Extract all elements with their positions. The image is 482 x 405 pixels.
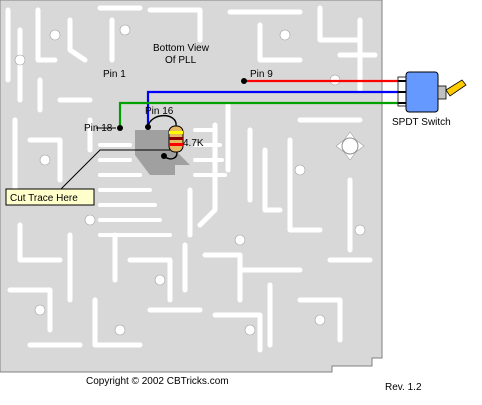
pin18-dot <box>117 125 123 131</box>
pin18-label: Pin 18 <box>84 123 113 134</box>
title-line2: Of PLL <box>165 55 197 66</box>
pin9-dot <box>241 78 247 84</box>
blue-wire <box>146 90 398 126</box>
green-wire <box>118 101 398 126</box>
pin9-label: Pin 9 <box>250 69 273 80</box>
switch-label: SPDT Switch <box>392 117 451 128</box>
switch-icon <box>397 71 467 113</box>
mounting-hole-icon <box>335 131 365 161</box>
pll-chip-footprint <box>98 128 227 237</box>
resistor-lead-top <box>147 114 177 128</box>
cut-trace-callout-box <box>5 188 95 206</box>
resistor-pad-dot <box>161 153 167 159</box>
pin16-label: Pin 16 <box>145 106 174 117</box>
copyright-text: Copyright © 2002 CBTricks.com <box>86 376 229 387</box>
title-line1: Bottom View <box>153 43 210 54</box>
board-pads <box>14 24 366 336</box>
cut-trace-label: Cut Trace Here <box>10 193 78 204</box>
revision-text: Rev. 1.2 <box>385 382 422 393</box>
resistor-value-label: 4.7K <box>183 138 204 149</box>
pin1-label: Pin 1 <box>103 69 126 80</box>
resistor-icon <box>168 125 184 153</box>
cut-trace-leader <box>59 149 170 191</box>
board-traces <box>5 5 378 353</box>
